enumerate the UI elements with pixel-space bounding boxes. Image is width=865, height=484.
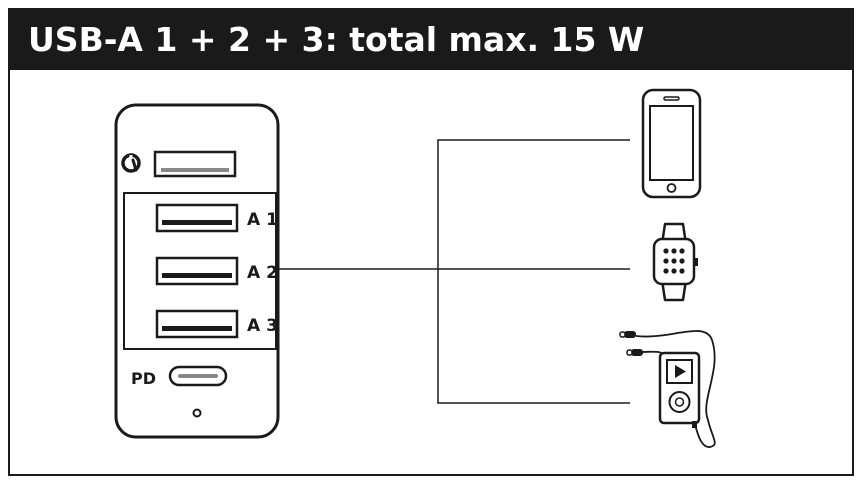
charger-icon: A 1 A 2 A 3 PD bbox=[114, 103, 280, 439]
pd-label: PD bbox=[131, 369, 156, 388]
play-icon bbox=[675, 365, 686, 378]
earbud-left bbox=[619, 331, 636, 338]
usb-a-port-1 bbox=[155, 203, 239, 233]
header-title: USB-A 1 + 2 + 3: total max. 15 W bbox=[28, 20, 645, 59]
smartphone-icon bbox=[641, 88, 702, 199]
port-label-a1: A 1 bbox=[247, 210, 278, 230]
connection-lines bbox=[276, 139, 630, 404]
mp3-player-icon bbox=[619, 330, 716, 448]
usb-a-port-3 bbox=[155, 309, 239, 339]
quick-charge-port bbox=[121, 150, 237, 178]
header-bar: USB-A 1 + 2 + 3: total max. 15 W bbox=[10, 10, 852, 70]
port-label-a2: A 2 bbox=[247, 263, 278, 283]
usb-c-port bbox=[168, 365, 228, 387]
led-indicator bbox=[192, 408, 202, 418]
earbud-right bbox=[626, 349, 643, 356]
usb-a-port-2 bbox=[155, 256, 239, 286]
smartwatch-icon bbox=[652, 222, 698, 302]
port-label-a3: A 3 bbox=[247, 316, 278, 336]
